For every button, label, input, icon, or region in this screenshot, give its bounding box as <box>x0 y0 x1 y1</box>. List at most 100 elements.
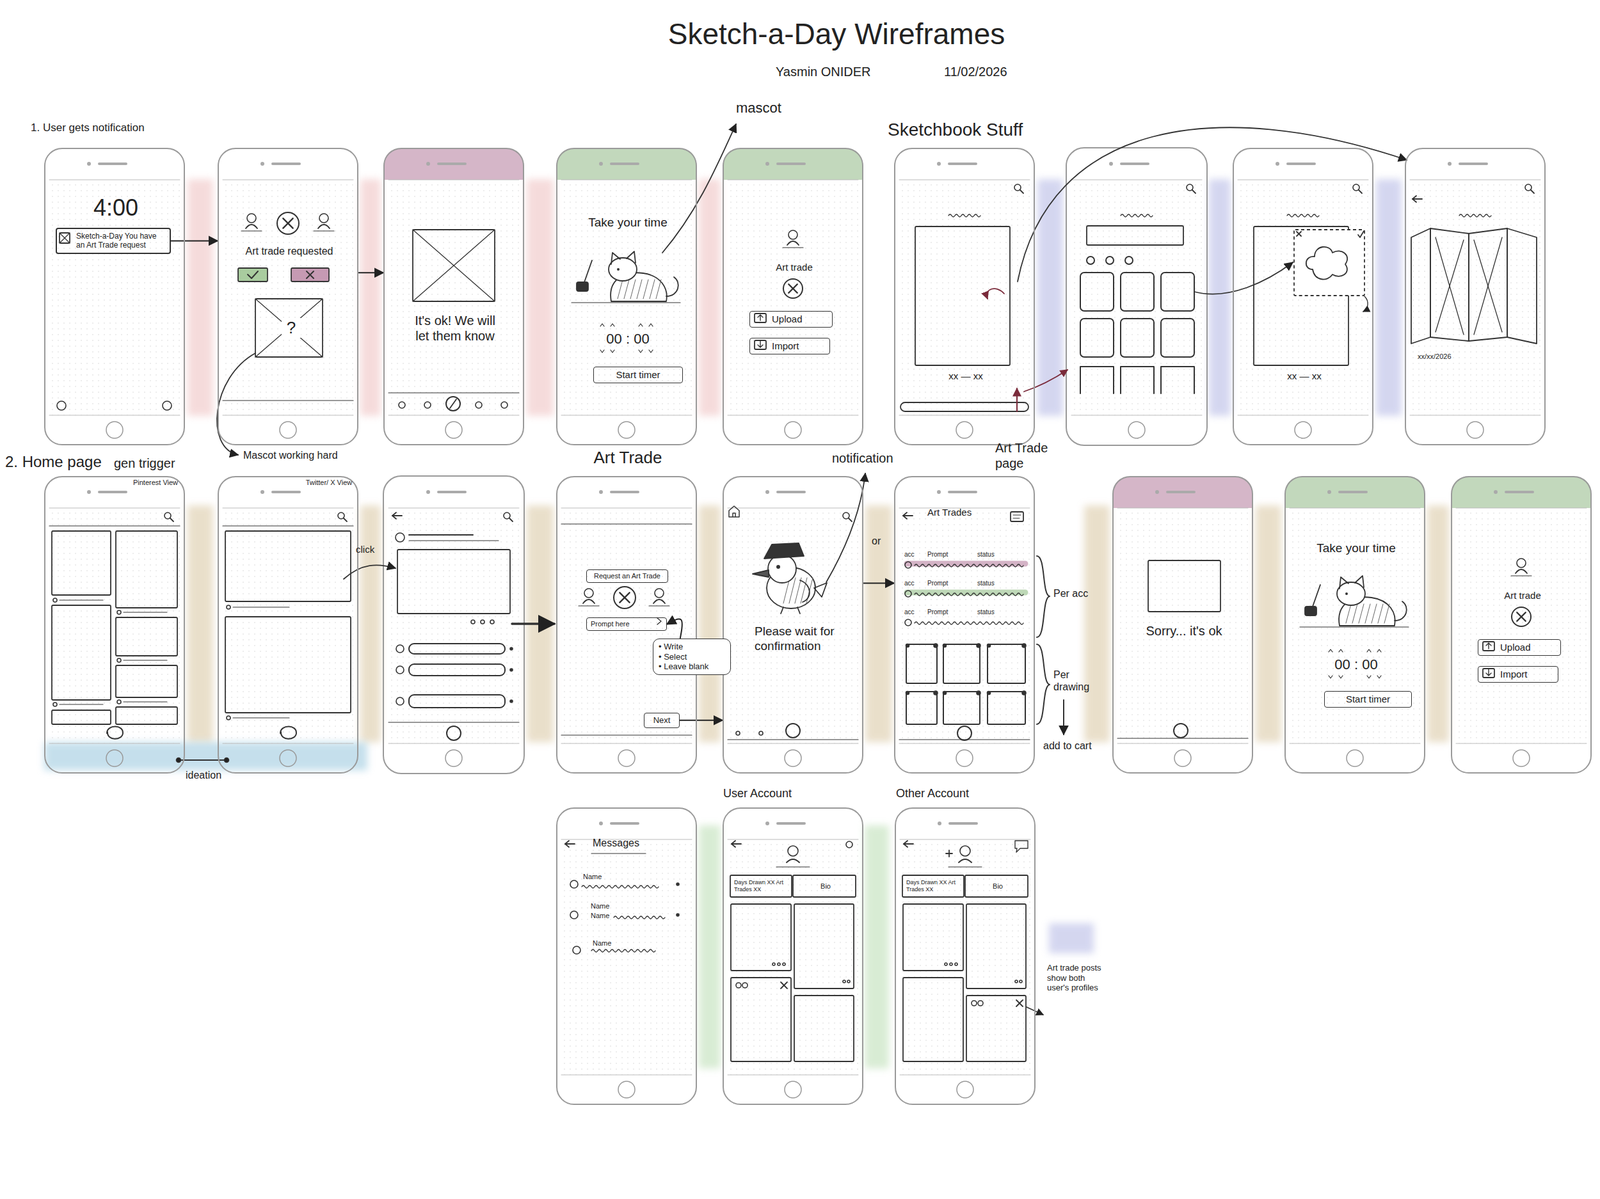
sketch-rect <box>576 282 589 292</box>
node-text: acc <box>904 608 927 617</box>
sketch-circle <box>768 554 797 584</box>
phone-sketch <box>222 161 354 439</box>
sketch-line <box>222 743 354 745</box>
sketch-path <box>826 473 866 583</box>
sketch-circle <box>949 963 953 966</box>
sketch-circle <box>446 396 461 411</box>
sketch-line <box>1456 743 1587 745</box>
sketch-circle <box>426 490 431 495</box>
sketch-circle <box>956 750 973 767</box>
sketch-path <box>600 323 605 327</box>
sketch-path <box>216 353 256 456</box>
phone-sketch <box>1237 161 1369 439</box>
sketch-circle <box>510 700 513 703</box>
sketch-rect <box>1160 318 1195 358</box>
sketch-line <box>1192 190 1196 194</box>
sketch-rect <box>408 664 505 676</box>
sketch-circle <box>842 980 846 984</box>
phone-sketch <box>899 490 1030 767</box>
sketch-line <box>49 743 180 745</box>
sketch-line <box>1013 515 1021 516</box>
phone-sketch <box>899 821 1031 1099</box>
button-box: Upload <box>1477 639 1561 656</box>
sketch-line <box>1371 604 1377 624</box>
sketch-line <box>1237 179 1369 181</box>
sketch-line <box>780 607 784 614</box>
sketch-path <box>1394 601 1407 621</box>
phone-sketch <box>727 490 859 767</box>
sketch-path <box>1486 669 1492 676</box>
node-text: Days Drawn XX Art Trades XX <box>734 879 791 894</box>
sketch-rect <box>966 904 1026 989</box>
sketch-line <box>1339 490 1367 494</box>
node-text: Art trade <box>749 261 840 274</box>
sketch-circle <box>765 821 770 826</box>
node-text: Art trade requested <box>225 245 354 258</box>
node-text: ? <box>281 318 301 338</box>
sketch-path <box>787 241 799 246</box>
node-text: acc <box>904 551 927 559</box>
annotation-label: or <box>871 535 881 548</box>
sketch-line <box>49 415 180 416</box>
sketch-path <box>662 124 736 253</box>
sketch-circle <box>776 565 781 569</box>
button-box: Request an Art Trade <box>586 569 669 584</box>
sketch-circle <box>787 846 799 857</box>
sketch-circle <box>785 723 800 738</box>
sketch-path <box>1080 366 1114 394</box>
sketch-circle <box>106 750 123 767</box>
sketch-line <box>449 399 457 409</box>
sketch-line <box>272 490 300 494</box>
sketch-rect <box>915 226 1010 366</box>
sketch-rect <box>397 549 511 614</box>
sketch-line <box>624 279 630 299</box>
sketch-circle <box>847 980 850 984</box>
sketch-circle <box>1447 161 1452 166</box>
node-text: Import <box>1500 668 1554 681</box>
sketch-path <box>512 622 555 626</box>
sketch-line <box>1352 604 1358 624</box>
colour-wash <box>1208 179 1231 416</box>
sketch-path <box>1194 262 1293 295</box>
node-text: Import <box>771 340 826 352</box>
colour-wash <box>698 825 721 1069</box>
sketch-path <box>786 859 800 863</box>
sketch-line <box>776 866 810 868</box>
phone-sketch <box>561 490 692 767</box>
sketch-rect <box>903 904 964 971</box>
sketch-circle <box>1155 490 1160 495</box>
sketch-line <box>49 179 180 181</box>
sketch-rect <box>794 904 854 989</box>
node-text: • Write <box>658 641 726 653</box>
sketch-line <box>1289 508 1421 509</box>
phone-sketch <box>49 490 180 767</box>
sketch-line <box>1473 237 1503 335</box>
node-text: status <box>977 551 1023 559</box>
annotation-label: 2. Home page <box>5 453 102 472</box>
phone-frame: Art tradeUploadImport <box>1450 476 1592 774</box>
sketch-circle <box>987 691 991 696</box>
node-text: xx — xx <box>914 370 1017 383</box>
sketch-circle <box>162 401 172 411</box>
sketch-line <box>948 866 982 868</box>
sketch-path <box>752 570 769 578</box>
sketch-line <box>438 162 466 166</box>
button-box: Sketch-a-Day You have an Art Trade reque… <box>55 227 171 255</box>
sketch-circle <box>616 268 620 271</box>
colour-wash <box>698 505 721 743</box>
sketch-line <box>232 606 290 608</box>
sketch-circle <box>772 963 776 966</box>
phone-frame: xx — xx <box>1232 147 1374 446</box>
annotation-label: Per drawing <box>1053 668 1105 694</box>
phone-frame: Art TradeRequest an Art TradePrompt here… <box>556 476 697 774</box>
sketch-rect <box>1086 225 1184 246</box>
sketch-line <box>99 490 127 494</box>
sketch-rect <box>899 179 1030 416</box>
sketch-line <box>1289 743 1421 745</box>
sketch-line <box>388 392 520 393</box>
sketch-circle <box>784 1081 802 1099</box>
sketch-circle <box>736 983 742 989</box>
sketch-rect <box>1456 508 1587 744</box>
